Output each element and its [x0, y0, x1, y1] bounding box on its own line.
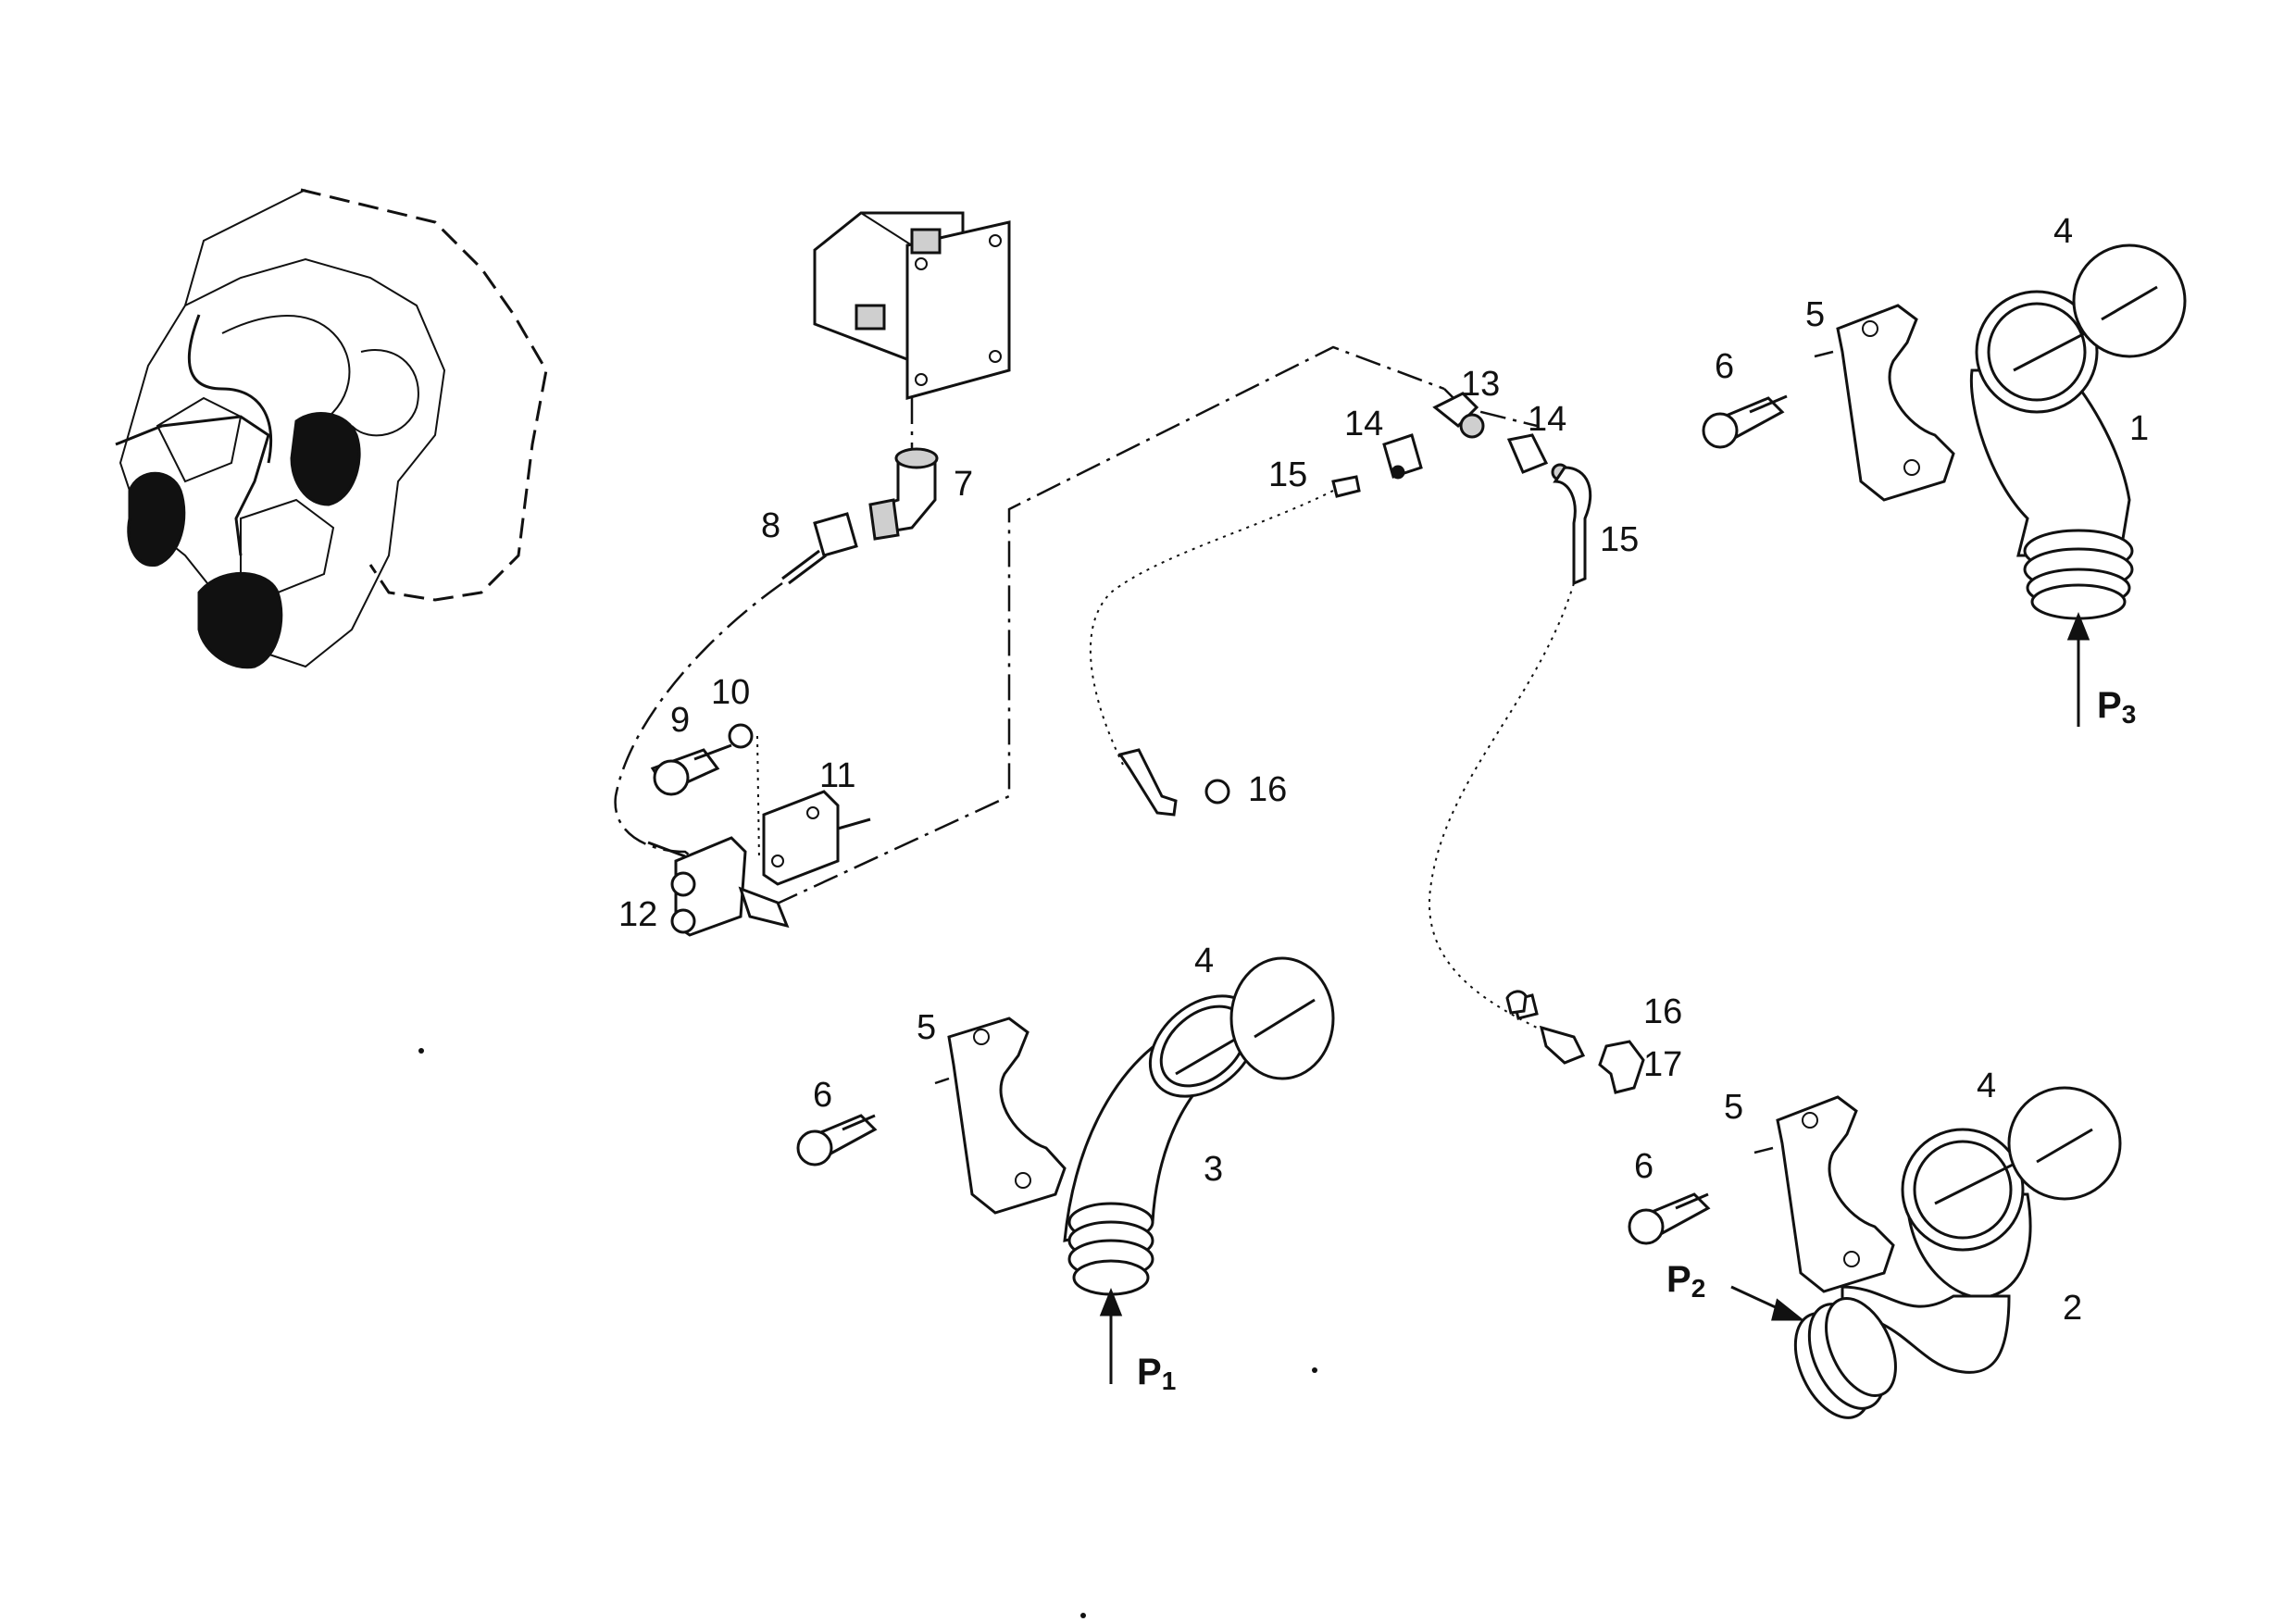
elbow-1-group: [1702, 243, 2187, 727]
callout-13: 13: [1461, 365, 1500, 404]
gauge-line-assembly: [1089, 392, 1645, 1094]
callout-1: 1: [2129, 409, 2149, 448]
callout-6-bottom: 6: [1634, 1147, 1653, 1186]
speck: [1080, 1613, 1086, 1618]
callout-10: 10: [711, 673, 750, 712]
callout-4-middle: 4: [1194, 942, 1214, 980]
speck: [1312, 1367, 1317, 1373]
callout-5-bottom: 5: [1724, 1088, 1743, 1127]
callout-15-right: 15: [1600, 520, 1639, 559]
callout-4-top: 4: [2053, 212, 2073, 251]
bracket-assembly: [647, 723, 871, 937]
callout-15-left: 15: [1268, 455, 1307, 494]
callout-12: 12: [618, 895, 657, 934]
pressure-switch-assembly: [781, 211, 1011, 585]
callout-16-upper: 16: [1248, 770, 1287, 809]
callout-5-top: 5: [1805, 295, 1825, 334]
elbow-2-group: [1628, 1086, 2122, 1419]
assembly-path-right: [1443, 388, 1538, 428]
callout-8: 8: [761, 506, 780, 545]
callout-6-top: 6: [1715, 347, 1734, 386]
callout-16-lower: 16: [1643, 992, 1682, 1031]
callout-4-bottom: 4: [1977, 1067, 1996, 1105]
callout-14-right: 14: [1528, 400, 1566, 439]
port-labels: P1 P2 P3: [1137, 685, 2136, 1395]
port-label-p3: P3: [2097, 685, 2136, 729]
callout-labels: 1 2 3 4 4 4 5 5 5 6 6 6 7 8 9 10 11 12 1…: [618, 212, 2149, 1328]
elbow-3-group: [796, 956, 1335, 1384]
callout-11: 11: [819, 756, 855, 795]
callout-2: 2: [2063, 1289, 2082, 1328]
callout-6-middle: 6: [813, 1076, 832, 1115]
callout-5-middle: 5: [917, 1008, 936, 1047]
callout-17: 17: [1643, 1045, 1682, 1084]
port-label-p1: P1: [1137, 1352, 1176, 1395]
speck: [418, 1048, 424, 1054]
overview-assembly-sketch: [115, 188, 548, 669]
callout-14-left: 14: [1344, 405, 1383, 443]
callout-9: 9: [670, 701, 690, 740]
callout-7: 7: [954, 465, 973, 504]
assembly-path-left: [614, 345, 1445, 914]
callout-3: 3: [1204, 1150, 1223, 1189]
port-label-p2: P2: [1666, 1259, 1705, 1303]
